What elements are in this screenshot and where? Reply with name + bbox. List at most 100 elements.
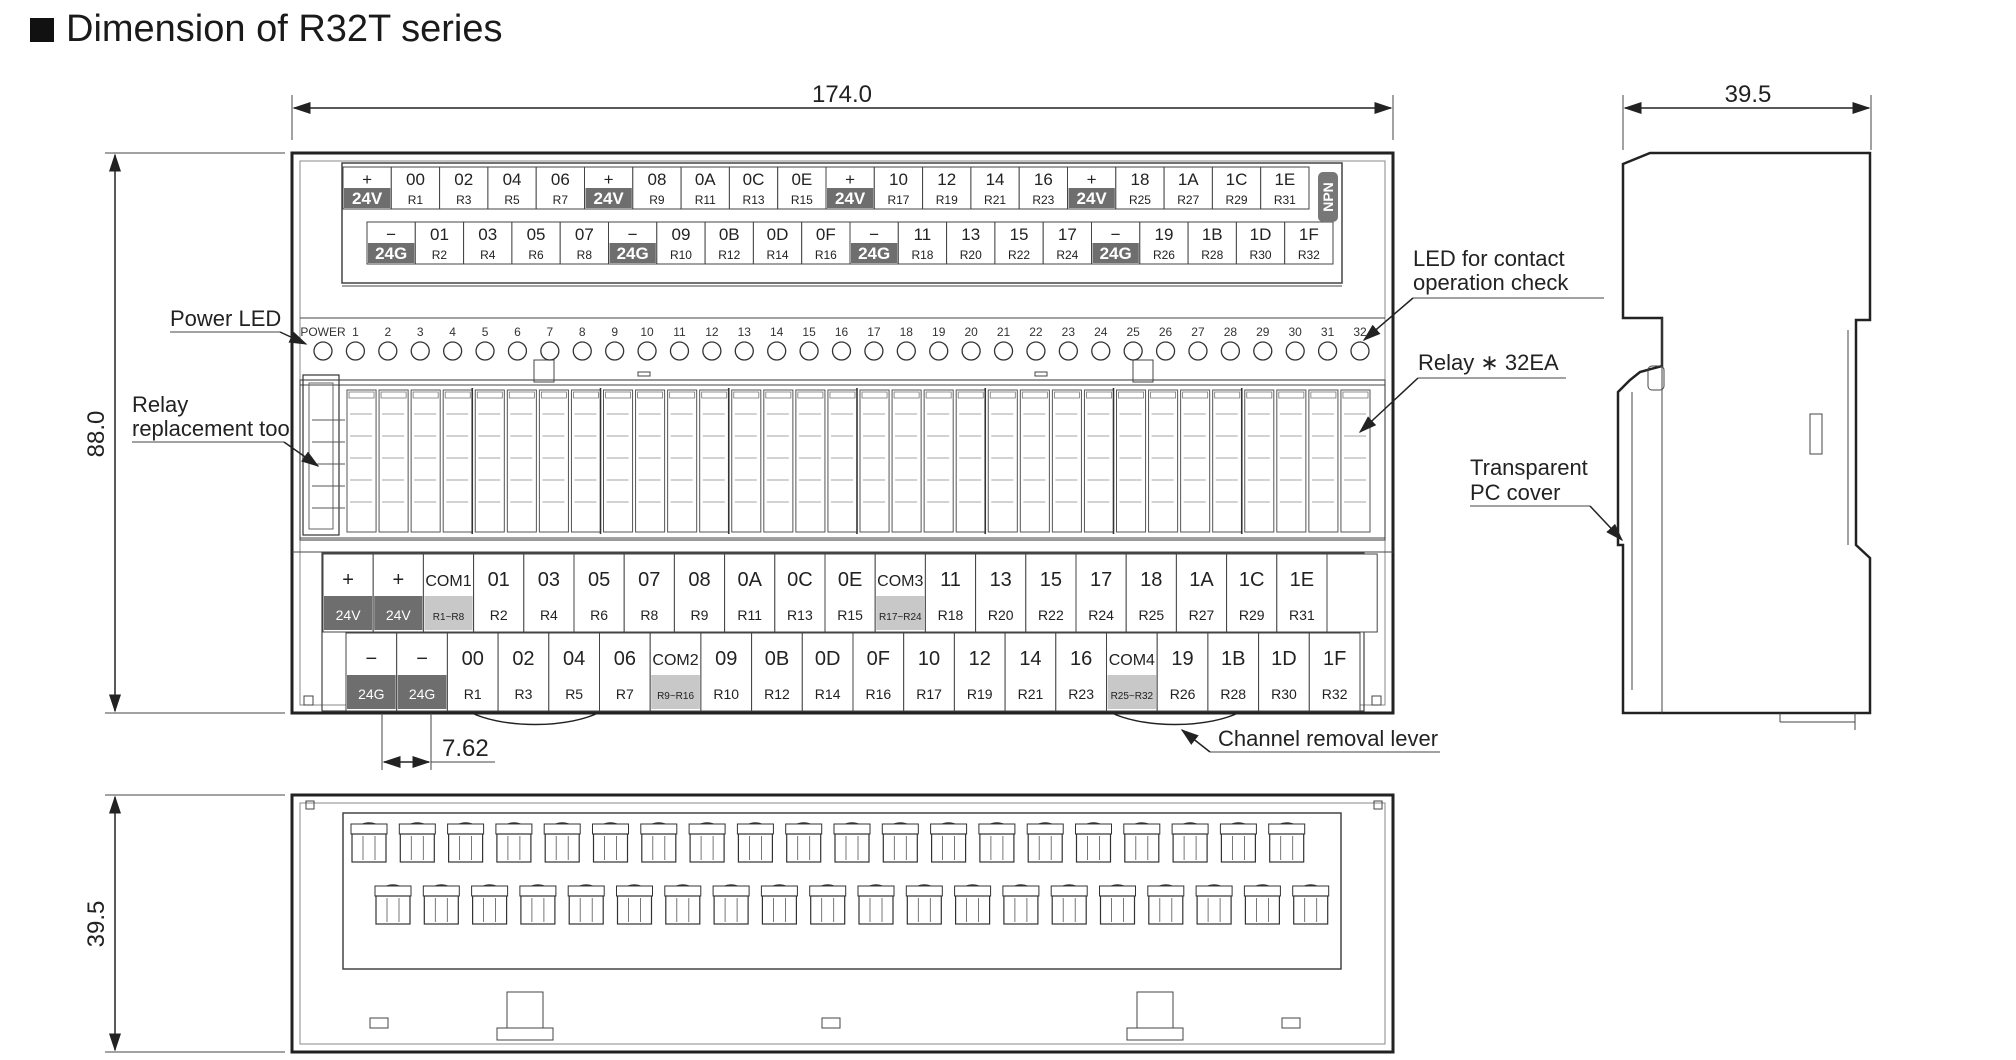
led-number-label: 8 (579, 325, 586, 339)
relay-unit (346, 389, 377, 533)
channel-led: 18 (896, 325, 916, 361)
led-number-label: 10 (640, 325, 654, 339)
bottom-terminal-strip (342, 812, 1342, 970)
channel-led: 8 (572, 325, 592, 361)
bottom-terminal-cell: +24V (372, 553, 424, 633)
bottom-terminal-top-label: COM3 (877, 573, 923, 590)
title-text: Dimension of R32T series (66, 8, 503, 50)
led-indicator (637, 341, 657, 361)
bottom-terminal-top-label: 16 (1070, 648, 1092, 670)
led-indicator (475, 341, 495, 361)
led-number-label: 21 (997, 325, 1011, 339)
top-terminal-top-label: 0B (719, 225, 740, 244)
led-indicator (799, 341, 819, 361)
bottom-terminal-top-label: 03 (538, 569, 560, 591)
channel-led: 4 (442, 325, 463, 361)
top-terminal-top-label: 1D (1250, 225, 1272, 244)
terminal-clamp (1075, 822, 1112, 863)
terminal-clamp (640, 822, 678, 863)
top-terminal-bottom-label: R1 (408, 193, 424, 207)
bottom-terminal-bottom-label: R29 (1239, 607, 1265, 623)
led-indicator (864, 341, 884, 361)
terminal-clamp (1099, 884, 1136, 925)
led-number-label: 26 (1159, 325, 1173, 339)
top-terminal-cell: −24G (1091, 221, 1141, 265)
relay-unit (987, 389, 1018, 533)
top-terminal-cell: +24V (1067, 166, 1117, 210)
led-number-label: 12 (705, 325, 719, 339)
front-view: 174.0 88.0 (83, 81, 1604, 770)
bottom-terminal-bottom-label: R12 (764, 686, 790, 702)
led-indicator (993, 341, 1014, 361)
top-terminal-bottom-label: 24G (617, 244, 649, 263)
bottom-terminal-bottom-label: R17~R24 (879, 612, 922, 623)
top-terminal-bottom-label: R30 (1250, 248, 1272, 262)
led-number-label: 32 (1353, 325, 1367, 339)
terminal-clamp (1123, 822, 1161, 863)
relay-unit (955, 389, 986, 533)
side-latch (1809, 413, 1823, 455)
bottom-terminal-top-label: 1C (1239, 569, 1265, 591)
bottom-terminal-top-label: 15 (1040, 569, 1062, 591)
channel-lever-right (1109, 711, 1241, 726)
led-number-label: 5 (482, 325, 489, 339)
bottom-terminal-top-label: 09 (715, 648, 737, 670)
top-terminal-top-label: 0C (743, 170, 765, 189)
top-terminal-top-label: 17 (1058, 225, 1077, 244)
led-check-label-1: LED for contact (1413, 246, 1565, 271)
bottom-terminal-cell: 1C R29 (1226, 553, 1278, 633)
top-terminal-cell: +24V (342, 166, 392, 210)
bottom-terminal-bottom-label: R21 (1018, 686, 1044, 702)
npn-label: NPN (1320, 182, 1336, 212)
bottom-terminal-bottom-label: R18 (938, 607, 964, 623)
channel-led: 13 (734, 325, 754, 361)
callout-lever: Channel removal lever (1180, 726, 1440, 753)
top-terminal-bottom-label: R12 (718, 248, 740, 262)
top-terminal-bottom-label: R8 (577, 248, 593, 262)
top-terminal-bottom-label: R26 (1153, 248, 1175, 262)
bottom-terminal-top-label: 0A (737, 569, 762, 591)
terminal-clamp (688, 822, 726, 863)
top-terminal-cell: −24G (608, 221, 658, 265)
top-terminal-bottom-label: R10 (670, 248, 692, 262)
top-terminal-top-label: + (362, 170, 372, 189)
callout-relays: Relay ∗ 32EA (1358, 350, 1566, 434)
top-terminal-bottom-label: R9 (649, 193, 665, 207)
bottom-terminal-bottom-label: R9~R16 (657, 691, 694, 702)
top-terminal-top-label: 05 (527, 225, 546, 244)
terminal-clamp (1268, 822, 1306, 863)
relay-unit (699, 389, 730, 533)
pitch-value: 7.62 (442, 735, 489, 762)
bottom-terminal-bottom-label: R7 (616, 686, 634, 702)
terminal-clamp (1219, 822, 1257, 863)
bottom-terminal-top-label: 04 (563, 648, 585, 670)
terminal-clamp (495, 822, 533, 863)
top-terminal-top-label: 1B (1202, 225, 1223, 244)
channel-led: 30 (1285, 325, 1305, 361)
title-bullet-square (30, 17, 54, 42)
led-indicator (896, 341, 916, 361)
bottom-terminal-top-label: COM4 (1109, 652, 1155, 669)
terminal-clamp (519, 884, 557, 925)
top-terminal-bottom-label: R13 (743, 193, 765, 207)
channel-led: 17 (864, 325, 884, 361)
